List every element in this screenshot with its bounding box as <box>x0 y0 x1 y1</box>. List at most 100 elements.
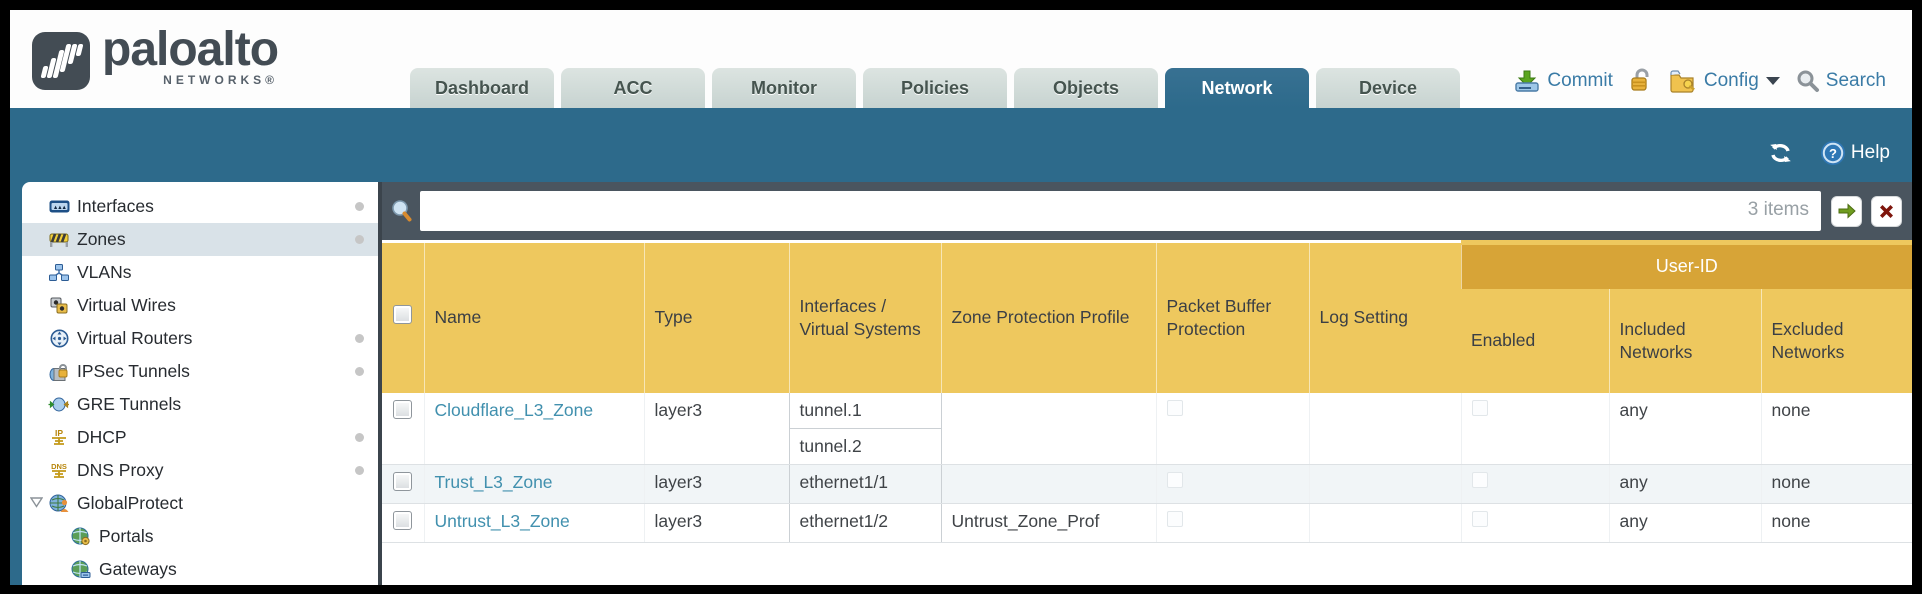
config-caret-icon <box>1765 77 1780 85</box>
lock-icon[interactable] <box>1629 68 1653 94</box>
included-networks-cell: any <box>1608 464 1761 504</box>
zones-table-area: Name Type Interfaces / Virtual Systems Z… <box>382 240 1912 585</box>
sidebar-item-dns-proxy[interactable]: DNS DNS Proxy <box>22 454 378 487</box>
dns-proxy-icon: DNS <box>48 461 70 481</box>
gre-tunnels-icon <box>48 395 70 415</box>
log-setting-cell <box>1308 503 1461 543</box>
sidebar-item-ipsec-tunnels[interactable]: IPSec Tunnels <box>22 355 378 388</box>
expand-caret-icon[interactable] <box>30 497 43 508</box>
zone-interfaces-cell: tunnel.1 tunnel.2 <box>788 392 942 465</box>
row-checkbox[interactable] <box>393 399 413 419</box>
column-header-interfaces[interactable]: Interfaces / Virtual Systems <box>788 242 941 393</box>
paloalto-logo-icon <box>32 32 90 90</box>
tab-acc[interactable]: ACC <box>561 68 705 108</box>
interface-item: ethernet1/2 <box>799 510 889 531</box>
tab-network[interactable]: Network <box>1165 68 1309 108</box>
logo-brand-text: paloalto <box>102 23 279 76</box>
select-all-checkbox[interactable] <box>393 305 413 325</box>
tab-dashboard[interactable]: Dashboard <box>410 68 554 108</box>
column-header-included-networks[interactable]: Included Networks <box>1608 288 1761 393</box>
table-row: Cloudflare_L3_Zone layer3 tunnel.1 tunne… <box>382 392 1912 465</box>
zone-name-link[interactable]: Trust_L3_Zone <box>434 471 553 492</box>
globalprotect-icon <box>48 494 70 514</box>
sidebar-item-dhcp[interactable]: IP DHCP <box>22 421 378 454</box>
log-setting-cell <box>1308 464 1461 504</box>
column-header-packet-buffer-protection[interactable]: Packet Buffer Protection <box>1155 242 1309 393</box>
apply-filter-button[interactable] <box>1831 195 1862 227</box>
zone-type-cell: layer3 <box>643 503 789 543</box>
svg-text:DNS: DNS <box>51 462 67 471</box>
zone-name-link[interactable]: Cloudflare_L3_Zone <box>434 399 594 420</box>
excluded-networks-cell: none <box>1760 392 1912 465</box>
sidebar-item-zones[interactable]: Zones <box>22 223 378 256</box>
sidebar-item-gateways[interactable]: Gateways <box>22 553 378 585</box>
tab-objects[interactable]: Objects <box>1014 68 1158 108</box>
refresh-icon[interactable] <box>1767 141 1794 165</box>
column-header-enabled[interactable]: Enabled <box>1461 288 1609 393</box>
column-header-log-setting[interactable]: Log Setting <box>1308 242 1461 393</box>
tab-monitor[interactable]: Monitor <box>712 68 856 108</box>
sidebar-item-virtual-routers[interactable]: Virtual Routers <box>22 322 378 355</box>
userid-enabled-cell <box>1460 392 1609 465</box>
svg-text:IP: IP <box>55 428 63 438</box>
content-region: Interfaces Zones VLANs <box>10 182 1912 585</box>
help-button[interactable]: ? Help <box>1820 140 1890 166</box>
column-header-zone-protection-profile[interactable]: Zone Protection Profile <box>940 242 1156 393</box>
tab-device[interactable]: Device <box>1316 68 1460 108</box>
clear-filter-button[interactable] <box>1871 195 1902 227</box>
included-networks-cell: any <box>1608 392 1761 465</box>
main-nav-tabs: Dashboard ACC Monitor Policies Objects N… <box>410 68 1467 108</box>
zone-interfaces-cell: ethernet1/2 <box>788 503 942 543</box>
svg-text:?: ? <box>1829 146 1837 161</box>
search-icon <box>1796 69 1820 93</box>
userid-enabled-cell <box>1460 503 1609 543</box>
column-header-name[interactable]: Name <box>423 242 644 393</box>
filter-input[interactable] <box>420 191 1821 231</box>
row-checkbox[interactable] <box>393 471 413 491</box>
gateways-icon <box>70 560 92 580</box>
tab-policies[interactable]: Policies <box>863 68 1007 108</box>
sidebar-item-globalprotect[interactable]: GlobalProtect <box>22 487 378 520</box>
zones-icon <box>48 230 70 250</box>
interface-item: tunnel.2 <box>789 427 941 464</box>
config-menu[interactable]: Config <box>1669 69 1780 93</box>
user-id-group-header: User-ID <box>1460 240 1912 289</box>
packet-buffer-cell <box>1155 392 1309 465</box>
table-row: Untrust_L3_Zone layer3 ethernet1/2 Untru… <box>382 503 1912 543</box>
packet-buffer-checkbox <box>1166 471 1183 488</box>
sidebar-item-gre-tunnels[interactable]: GRE Tunnels <box>22 388 378 421</box>
excluded-networks-cell: none <box>1760 503 1912 543</box>
sidebar-item-portals[interactable]: Portals <box>22 520 378 553</box>
interface-item: ethernet1/1 <box>799 471 889 492</box>
packet-buffer-cell <box>1155 464 1309 504</box>
top-bar: paloalto NETWORKS® Dashboard ACC Monitor… <box>10 10 1912 108</box>
sidebar-item-vlans[interactable]: VLANs <box>22 256 378 289</box>
commit-button[interactable]: Commit <box>1514 69 1613 93</box>
logo-sub-text: NETWORKS® <box>163 72 279 87</box>
paloalto-logo: paloalto NETWORKS® <box>32 23 279 90</box>
sidebar-item-interfaces[interactable]: Interfaces <box>22 190 378 223</box>
help-icon: ? <box>1820 140 1846 166</box>
zone-type-cell: layer3 <box>643 464 789 504</box>
row-checkbox[interactable] <box>393 510 413 530</box>
enabled-checkbox <box>1471 399 1488 416</box>
sidebar-item-virtual-wires[interactable]: Virtual Wires <box>22 289 378 322</box>
enabled-checkbox <box>1471 471 1488 488</box>
portals-icon <box>70 527 92 547</box>
zone-name-link[interactable]: Untrust_L3_Zone <box>434 510 570 531</box>
panos-app: paloalto NETWORKS® Dashboard ACC Monitor… <box>10 10 1912 585</box>
status-dot <box>355 466 364 475</box>
included-networks-cell: any <box>1608 503 1761 543</box>
zones-table: Name Type Interfaces / Virtual Systems Z… <box>382 240 1912 543</box>
column-header-excluded-networks[interactable]: Excluded Networks <box>1760 288 1912 393</box>
column-header-type[interactable]: Type <box>643 242 789 393</box>
virtual-routers-icon <box>48 329 70 349</box>
filter-bar: 3 items <box>382 182 1912 240</box>
packet-buffer-checkbox <box>1166 510 1183 527</box>
table-row: Trust_L3_Zone layer3 ethernet1/1 any <box>382 464 1912 504</box>
search-action[interactable]: Search <box>1796 69 1886 93</box>
packet-buffer-cell <box>1155 503 1309 543</box>
status-dot <box>355 433 364 442</box>
zone-protection-cell <box>940 464 1156 504</box>
